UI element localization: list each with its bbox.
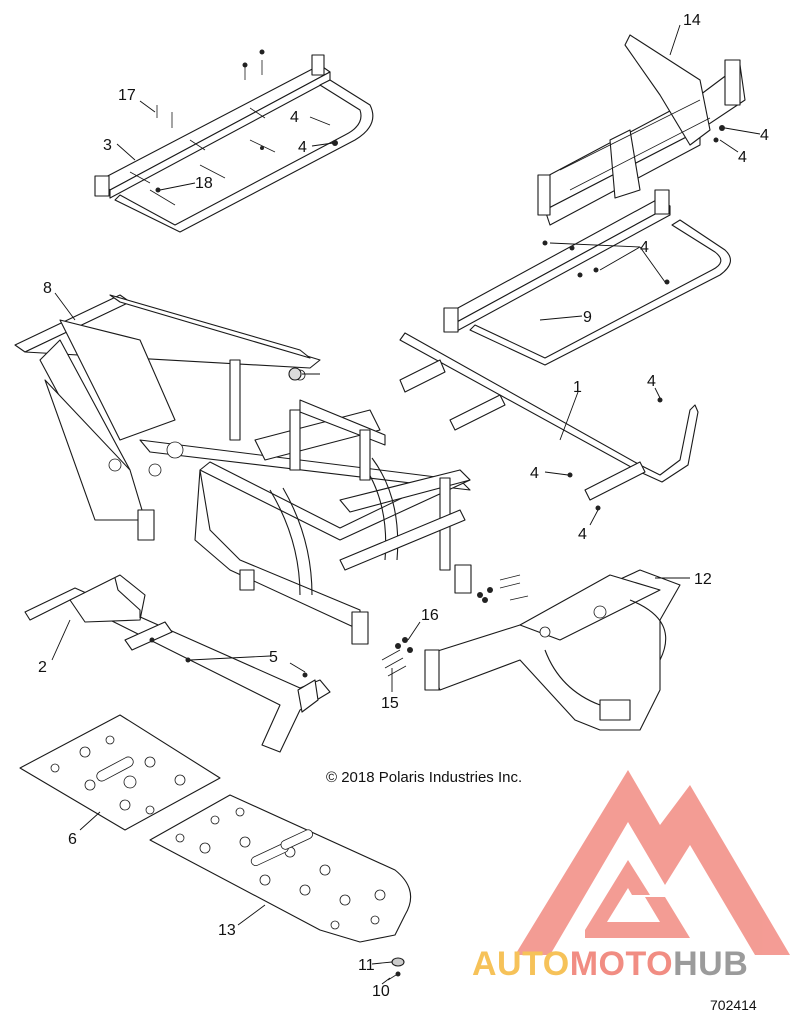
callout-7: 11 (358, 957, 375, 974)
callout-14: 15 (381, 695, 399, 712)
copyright-text: © 2018 Polaris Industries Inc. (326, 769, 522, 786)
callout-4-lower-rail: 5 (269, 649, 278, 666)
drawing-number: 702414 (710, 997, 757, 1013)
callout-10: 4 (290, 109, 299, 126)
logo-outer-triangle (515, 770, 790, 955)
part-cargo-frame-left (94, 49, 374, 233)
callout-4-right-frame: 4 (640, 239, 649, 256)
callout-9: 9 (583, 309, 592, 326)
callout-3: 3 (103, 137, 112, 154)
callout-5: 6 (68, 831, 77, 848)
callout-8: 8 (43, 280, 52, 297)
part-main-frame (14, 294, 472, 645)
callout-4-top-left: 4 (298, 139, 307, 156)
part-skid-plate-large (149, 794, 412, 943)
callout-12: 14 (683, 12, 701, 29)
callout-17: 18 (195, 175, 213, 192)
part-front-subframe (424, 569, 681, 731)
callout-13: 13 (218, 922, 236, 939)
bolt-group-11 (477, 574, 529, 603)
svg-text:AUTOMOTOHUB: AUTOMOTOHUB (472, 945, 748, 983)
watermark-text-hub: HUB (673, 945, 748, 983)
callout-1: 1 (573, 379, 582, 396)
leader-lines (51, 24, 761, 985)
part-front-rail (399, 332, 699, 511)
callout-16: 17 (118, 87, 136, 104)
watermark-text-moto: MOTO (570, 945, 673, 983)
callout-6: 10 (372, 983, 390, 1000)
part-rear-bracket (537, 34, 746, 226)
callout-4-rail-mid: 4 (530, 465, 539, 482)
callout-4-top-right-a: 4 (760, 127, 769, 144)
part-grommet (391, 957, 405, 967)
watermark-logo: AUTOMOTOHUB (472, 770, 790, 983)
part-skid-plate-small (19, 714, 221, 831)
callout-4-top-right-b: 4 (738, 149, 747, 166)
part-screw (387, 971, 401, 981)
callout-labels: 17 3 4 4 18 14 4 4 4 9 8 1 4 4 4 12 16 1… (38, 12, 769, 1000)
callout-4-rail-top: 4 (647, 373, 656, 390)
watermark-text-auto: AUTO (472, 945, 570, 983)
callout-15: 16 (421, 607, 439, 624)
callout-4-rail-low: 4 (578, 526, 587, 543)
callout-11: 12 (694, 571, 712, 588)
part-lower-rail (24, 574, 331, 753)
part-cargo-frame-right (443, 189, 731, 366)
part-bolts-nuts (381, 637, 413, 677)
logo-inner-mark (585, 860, 690, 938)
callout-2: 2 (38, 659, 47, 676)
